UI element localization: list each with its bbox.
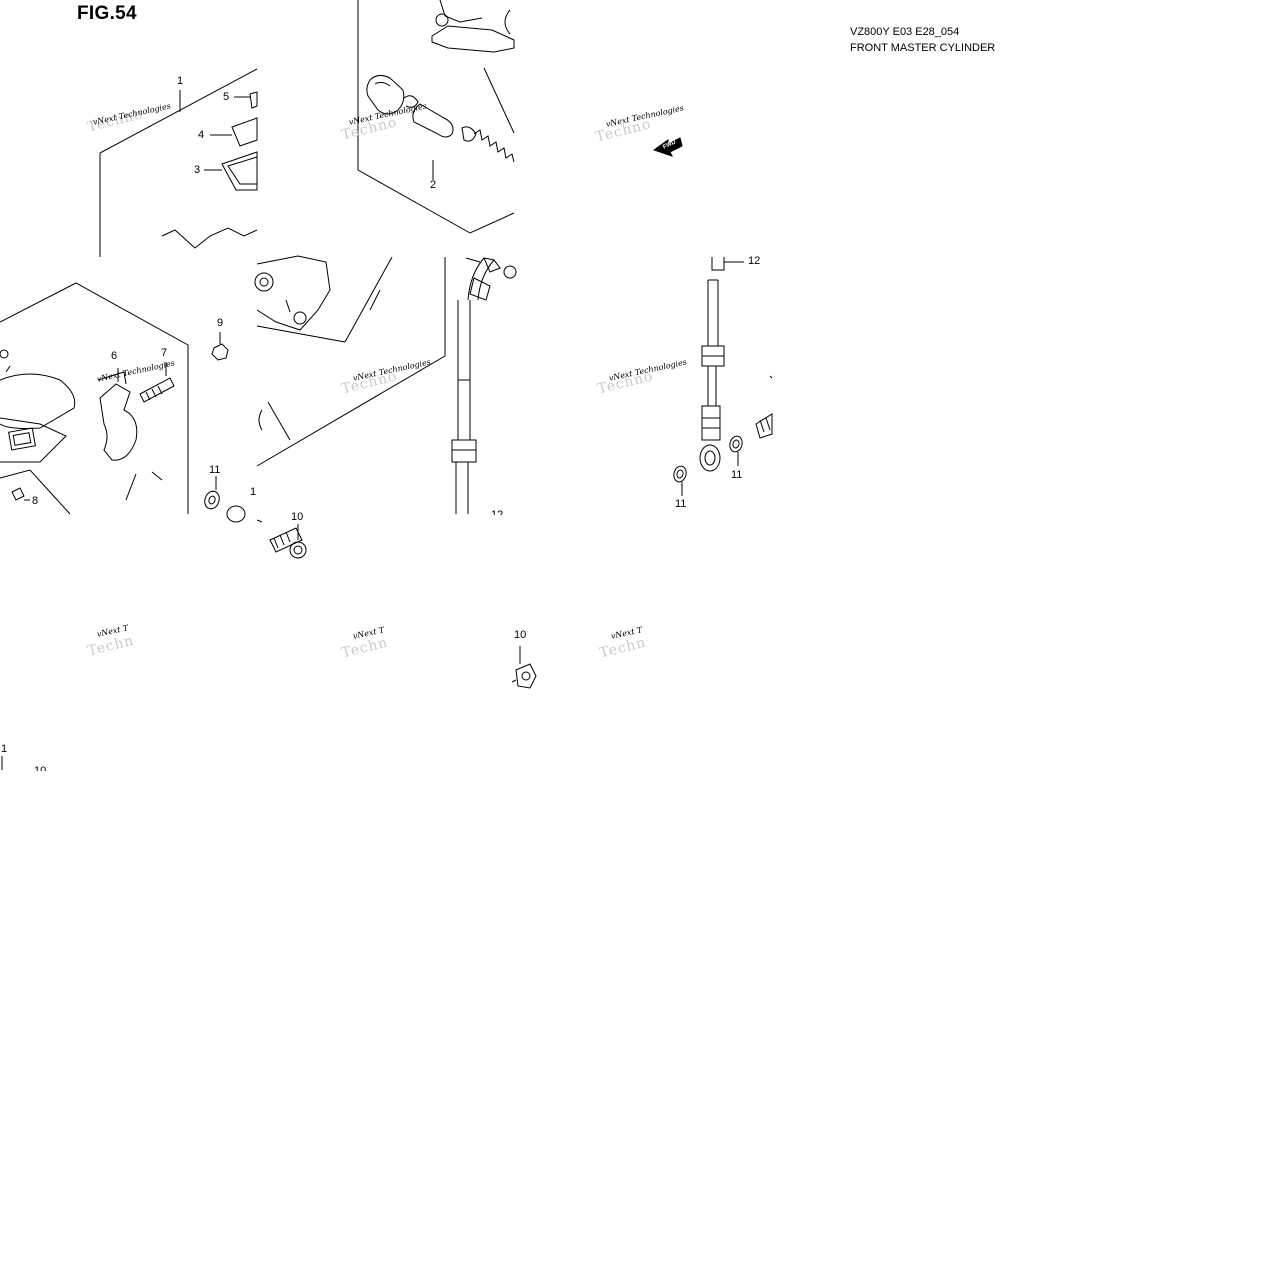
cylinder-housing bbox=[256, 255, 331, 331]
cap-screw bbox=[249, 91, 258, 109]
callout-part-12-fragment: 12 bbox=[491, 510, 503, 515]
piston bbox=[412, 103, 454, 138]
tile-brake-hose bbox=[451, 257, 517, 514]
callout-part-7: 7 bbox=[161, 347, 168, 359]
callout-part-11: 11 bbox=[675, 498, 687, 510]
fwd-arrow bbox=[652, 137, 683, 157]
lever-pivot-bracket bbox=[431, 25, 515, 53]
model-code: VZ800Y E03 E28_054 bbox=[850, 26, 960, 38]
mount-nut bbox=[211, 343, 229, 361]
assembly-box-1-top bbox=[99, 68, 258, 154]
callout-part-9: 9 bbox=[217, 317, 224, 329]
callout-part-10-fragment: 10 bbox=[34, 766, 46, 771]
return-spring bbox=[473, 129, 515, 163]
diagram-title: FRONT MASTER CYLINDER bbox=[850, 42, 996, 54]
callout-part-1: 1 bbox=[177, 75, 184, 87]
callout-part-3: 3 bbox=[194, 164, 201, 176]
callout-part-11: 11 bbox=[731, 469, 743, 481]
union-bolt-lower bbox=[515, 663, 537, 689]
banjo-fitting bbox=[701, 405, 721, 441]
diaphragm-plate bbox=[221, 151, 258, 191]
union-bolt-partial bbox=[755, 413, 773, 439]
hose-joint bbox=[701, 345, 725, 367]
callout-part-10: 10 bbox=[291, 511, 304, 523]
callout-part-1-fragment: 1 bbox=[250, 486, 257, 498]
assembly-box-4 bbox=[256, 257, 446, 467]
callout-part-11: 11 bbox=[209, 464, 221, 476]
callout-part-6: 6 bbox=[111, 350, 118, 362]
union-bolt bbox=[269, 527, 303, 553]
piston-cup bbox=[461, 126, 477, 142]
figure-label: FIG.54 bbox=[77, 3, 137, 24]
piston-boot bbox=[366, 74, 405, 115]
reservoir-cap bbox=[231, 117, 258, 147]
tile-master-cylinder-body bbox=[0, 282, 246, 523]
tile-hose-banjo bbox=[673, 257, 773, 496]
bleeder-screw bbox=[11, 487, 25, 501]
callout-part-2: 2 bbox=[430, 179, 437, 191]
brake-hose-section bbox=[467, 257, 485, 301]
callout-part-4: 4 bbox=[198, 129, 205, 141]
callout-part-1-bottom: 1 bbox=[1, 743, 8, 755]
tile-piston-kit bbox=[357, 0, 515, 234]
reservoir-cap-mid bbox=[0, 373, 76, 429]
sealing-washer-mid-a bbox=[729, 435, 743, 453]
assembly-box-2 bbox=[357, 0, 515, 234]
tile-cylinder-housing bbox=[254, 255, 446, 559]
hose-fitting bbox=[451, 439, 477, 463]
reservoir-diaphragm bbox=[0, 417, 67, 463]
sealing-washer-left bbox=[204, 490, 220, 510]
cylinder-body-edge bbox=[161, 227, 258, 249]
callout-part-12: 12 bbox=[748, 255, 761, 267]
tile-reservoir-assembly bbox=[99, 68, 258, 257]
clamp-bolt bbox=[139, 377, 175, 403]
callout-part-8: 8 bbox=[32, 495, 39, 507]
assembly-box-3 bbox=[0, 282, 189, 514]
handlebar-clamp bbox=[99, 383, 138, 461]
circlip bbox=[403, 95, 419, 108]
callout-part-5: 5 bbox=[223, 91, 230, 103]
sealing-washer-mid-b bbox=[673, 465, 687, 483]
tile-bottom-bolt bbox=[1, 646, 537, 770]
callout-part-10-lower: 10 bbox=[514, 629, 527, 641]
